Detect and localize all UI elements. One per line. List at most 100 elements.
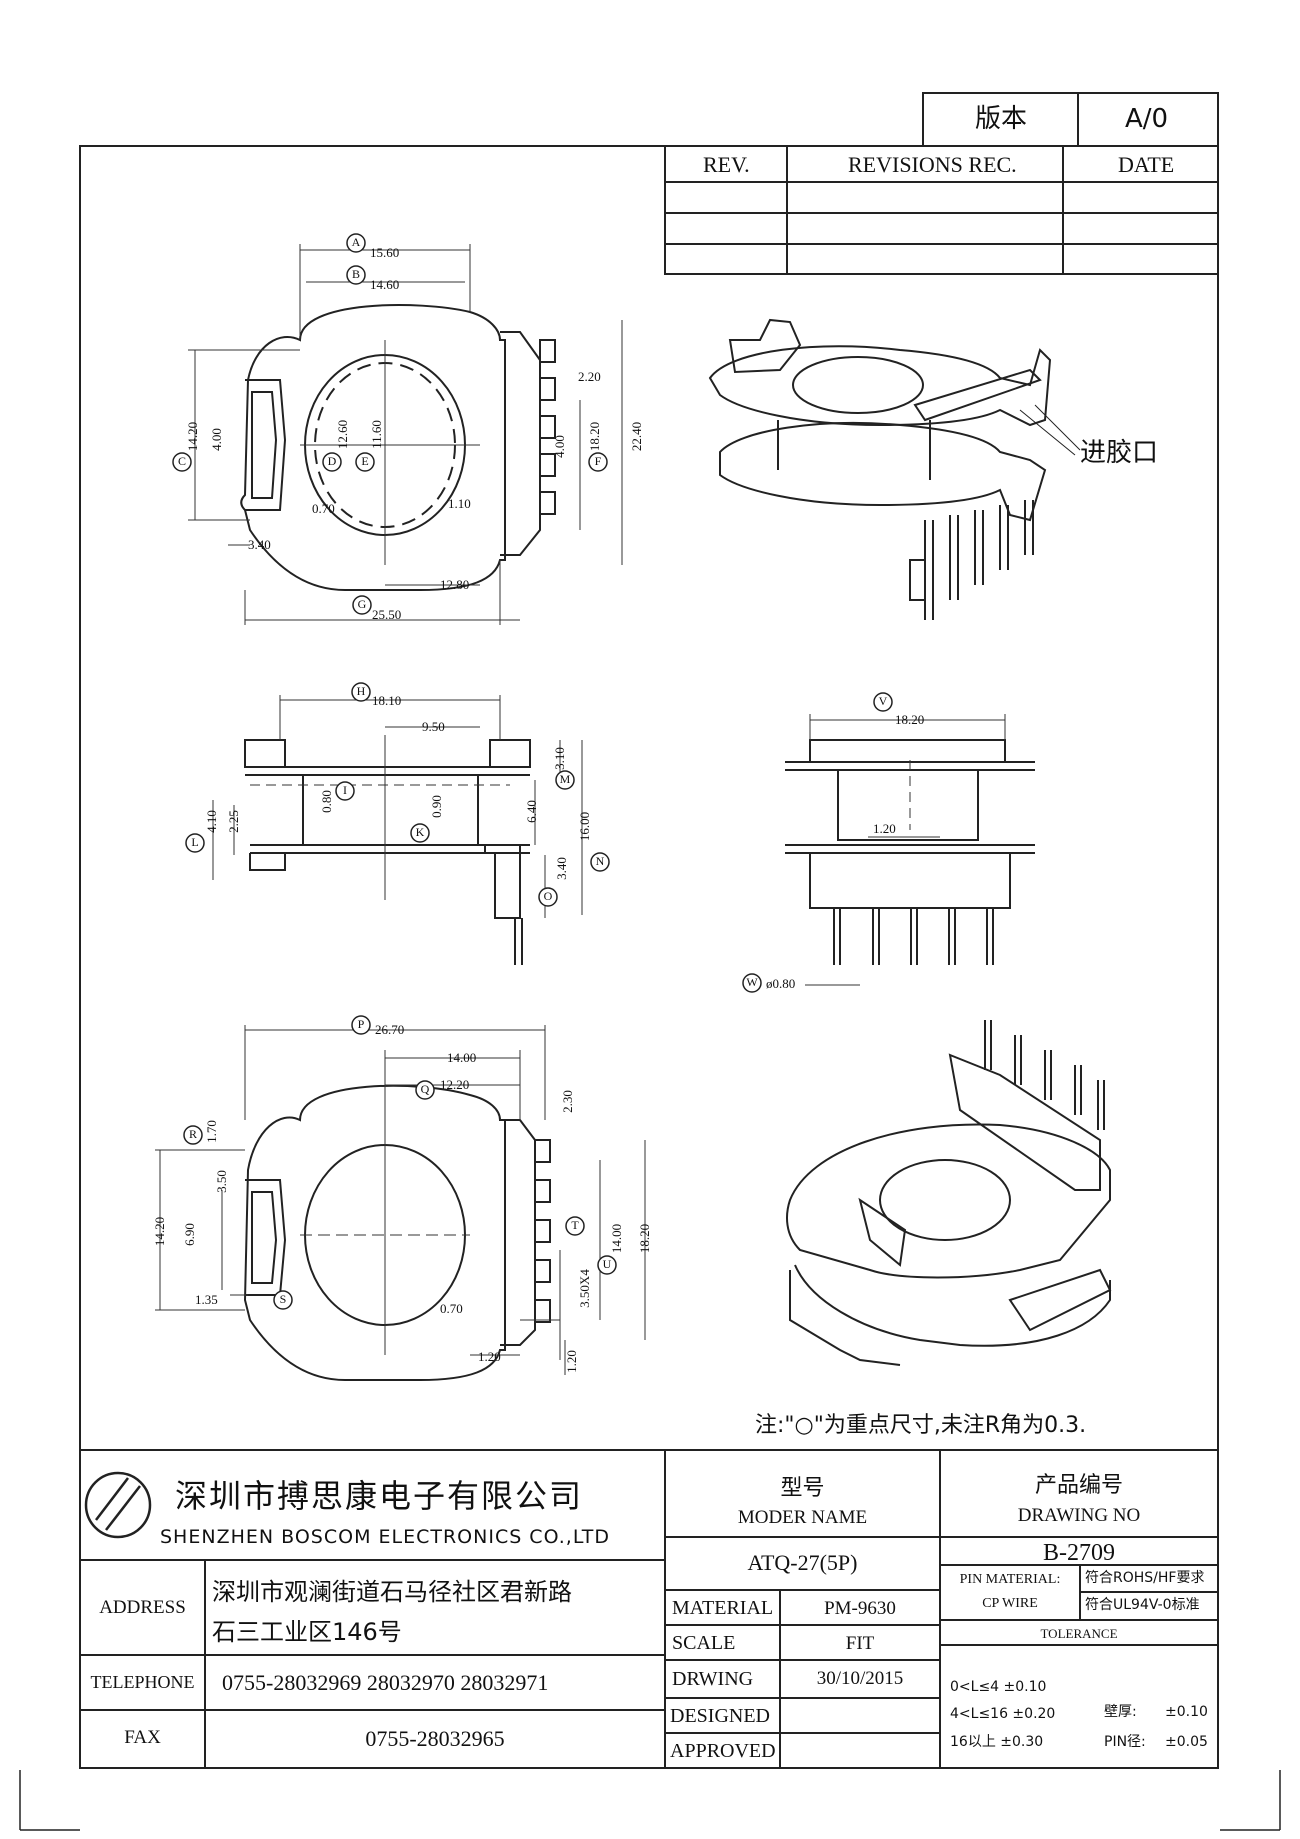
dim-h1820: 18.20 <box>587 421 603 452</box>
fax-value: 0755-28032965 <box>365 1726 505 1751</box>
rohs-compliance: 符合ROHS/HF要求 <box>1085 1570 1205 1586</box>
address-label: ADDRESS <box>99 1597 186 1618</box>
company-name-cn: 深圳市搏思康电子有限公司 <box>175 1477 584 1515</box>
designed-label: DESIGNED <box>670 1705 770 1727</box>
dim-w950: 9.50 <box>422 719 445 734</box>
dim-w090: 0.90 <box>428 795 444 818</box>
dim-q: 12.20 <box>440 1077 470 1092</box>
gate-callout: 进胶口 <box>1080 438 1159 468</box>
version-box <box>922 92 1219 147</box>
iso-view-top <box>708 318 1081 620</box>
dim-w340: 3.40 <box>248 537 271 552</box>
dim-w310: 3.10 <box>551 747 567 770</box>
dim-w1400: 14.00 <box>447 1050 477 1065</box>
dim-f: 22.40 <box>629 421 645 452</box>
marker-u: U <box>602 1257 612 1271</box>
marker-b: B <box>351 267 360 281</box>
address-line1: 深圳市观澜街道石马径社区君新路 <box>212 1578 572 1606</box>
dim-d: 12.60 <box>335 419 351 450</box>
side-view-dims <box>212 695 583 918</box>
marker-m: M <box>559 772 571 786</box>
sheet-border <box>79 145 1219 1769</box>
fax-label: FAX <box>124 1727 161 1748</box>
front-view-dims <box>805 714 1006 986</box>
drawing-label-cn: 产品编号 <box>1034 1473 1123 1498</box>
marker-w: W <box>746 975 758 989</box>
dim-w640: 6.40 <box>523 800 539 823</box>
rev-header: REV. <box>703 152 750 177</box>
tolerance-row2: 4<L≤16 ±0.20 <box>950 1706 1056 1722</box>
scale-label: SCALE <box>672 1632 736 1654</box>
dim-w1600: 16.00 <box>577 811 593 842</box>
drawing-value: B-2709 <box>1043 1540 1115 1566</box>
marker-a: A <box>351 235 361 249</box>
dim-w690: 6.90 <box>181 1223 197 1246</box>
telephone-value: 0755-28032969 28032970 28032971 <box>222 1670 549 1695</box>
dim-w120-bottom: 1.20 <box>478 1349 501 1364</box>
dim-w400: 4.00 <box>551 435 567 458</box>
drawing-note: 注:"○"为重点尺寸,未注R角为0.3. <box>755 1413 1087 1438</box>
revisions-header: REVISIONS REC. <box>848 152 1017 177</box>
marker-d: D <box>327 454 337 468</box>
dim-v: 18.20 <box>895 712 925 727</box>
date-header: DATE <box>1118 152 1175 177</box>
dim-c: 14.20 <box>185 421 201 452</box>
telephone-label: TELEPHONE <box>90 1672 195 1692</box>
revision-table <box>664 145 1219 275</box>
dim-w120-front: 1.20 <box>873 821 896 836</box>
tolerance-title: TOLERANCE <box>1040 1626 1118 1641</box>
address-line2: 石三工业区146号 <box>212 1618 402 1646</box>
dim-w: ø0.80 <box>766 976 796 991</box>
company-name-en: SHENZHEN BOSCOM ELECTRONICS CO.,LTD <box>160 1526 611 1548</box>
marker-i: I <box>343 783 347 797</box>
marker-v: V <box>878 694 888 708</box>
model-label-en: MODER NAME <box>737 1507 868 1528</box>
top-view-dims <box>188 244 623 625</box>
drwing-value: 30/10/2015 <box>816 1668 904 1689</box>
marker-s: S <box>279 1292 287 1306</box>
ul-compliance: 符合UL94V-0标准 <box>1085 1597 1200 1613</box>
iso-view-bottom <box>786 1020 1112 1366</box>
dim-b: 14.60 <box>370 277 400 292</box>
tolerance-row1: 0<L≤4 ±0.10 <box>950 1679 1047 1695</box>
marker-q: Q <box>420 1082 430 1096</box>
dim-e: 11.60 <box>368 420 384 449</box>
dim-w070-bottom: 0.70 <box>440 1301 463 1316</box>
wall-label: 壁厚: <box>1104 1704 1137 1720</box>
dim-w350x4: 3.50X4 <box>576 1269 592 1308</box>
material-label: MATERIAL <box>672 1597 774 1619</box>
dim-a: 15.60 <box>370 245 400 260</box>
pin-dia-value: ±0.05 <box>1165 1734 1208 1750</box>
dim-w350: 3.50 <box>213 1170 229 1193</box>
drwing-label: DRWING <box>672 1668 754 1690</box>
dim-g: 25.50 <box>372 607 402 622</box>
dim-w225: 2.25 <box>225 810 241 833</box>
dim-w220: 2.20 <box>578 369 601 384</box>
tolerance-row3: 16以上 ±0.30 <box>950 1734 1044 1750</box>
dim-w120b-bottom: 1.20 <box>563 1350 579 1373</box>
dim-w1820-bottom: 18.20 <box>637 1223 653 1254</box>
company-logo <box>84 1471 152 1539</box>
marker-r: R <box>188 1127 197 1141</box>
marker-t: T <box>571 1218 579 1232</box>
version-label: 版本 <box>975 104 1028 134</box>
model-label-cn: 型号 <box>780 1476 825 1501</box>
dim-h: 18.10 <box>372 693 402 708</box>
approved-label: APPROVED <box>670 1740 776 1762</box>
side-view <box>244 739 531 965</box>
dim-w340-side: 3.40 <box>553 857 569 880</box>
marker-l: L <box>191 835 199 849</box>
wall-value: ±0.10 <box>1165 1704 1208 1720</box>
dim-p: 26.70 <box>375 1022 405 1037</box>
marker-k: K <box>415 825 425 839</box>
dim-w070: 0.70 <box>312 501 335 516</box>
marker-g: G <box>357 597 367 611</box>
dim-w110: 1.10 <box>448 496 471 511</box>
dim-w410: 4.10 <box>203 810 219 833</box>
marker-p: P <box>357 1017 365 1031</box>
pin-material-label: PIN MATERIAL: <box>959 1572 1061 1587</box>
circle-markers <box>172 233 893 1310</box>
dim-w1280: 12.80 <box>440 577 470 592</box>
pin-material-value: CP WIRE <box>982 1596 1038 1611</box>
